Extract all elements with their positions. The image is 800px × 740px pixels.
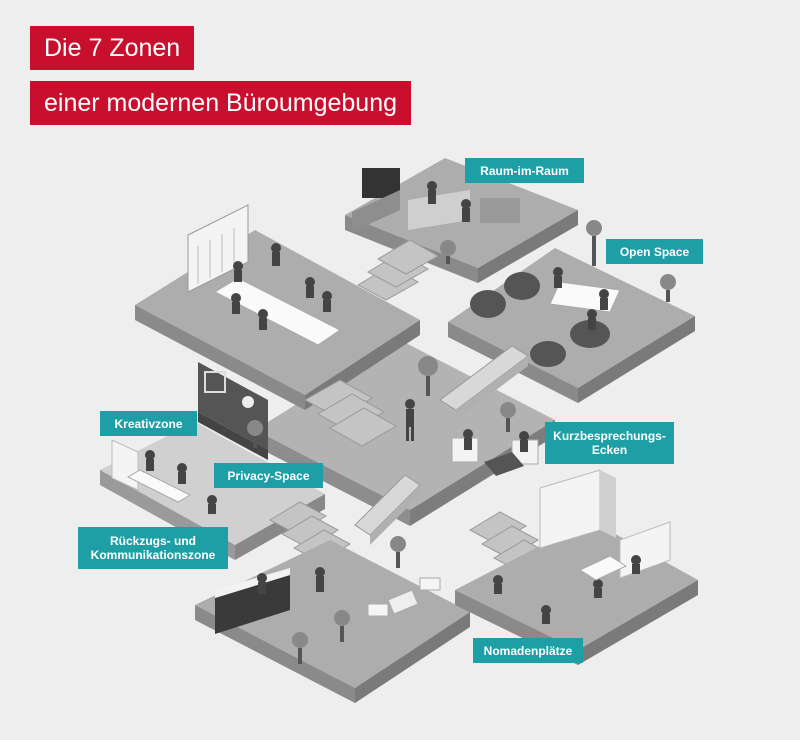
meeting-room-platform: [135, 204, 420, 410]
title-line-1: Die 7 Zonen: [30, 26, 195, 70]
stairs-raum: [356, 239, 440, 301]
label-privacy-space: Privacy-Space: [214, 463, 323, 488]
kurzbesprechungs-corner: [451, 402, 539, 476]
title-line-2: einer modernen Büroumgebung: [30, 81, 412, 125]
label-rueckzugs-kommunikationszone: Rückzugs- und Kommunikationszone: [78, 527, 228, 569]
label-kreativzone: Kreativzone: [100, 411, 197, 436]
label-open-space: Open Space: [606, 239, 703, 264]
label-nomadenplaetze: Nomadenplätze: [473, 638, 583, 663]
reception-platform: [195, 536, 470, 703]
escalator-open-space: [439, 345, 529, 420]
stairs-meeting: [303, 379, 398, 447]
label-raum-im-raum: Raum-im-Raum: [465, 158, 584, 183]
escalator-reception: [354, 474, 421, 545]
hub-person: [405, 399, 415, 441]
label-kurzbesprechungs-ecken: Kurzbesprechungs- Ecken: [545, 422, 674, 464]
hub-tree: [418, 356, 438, 396]
nomadenplaetze-platform: [455, 469, 698, 665]
